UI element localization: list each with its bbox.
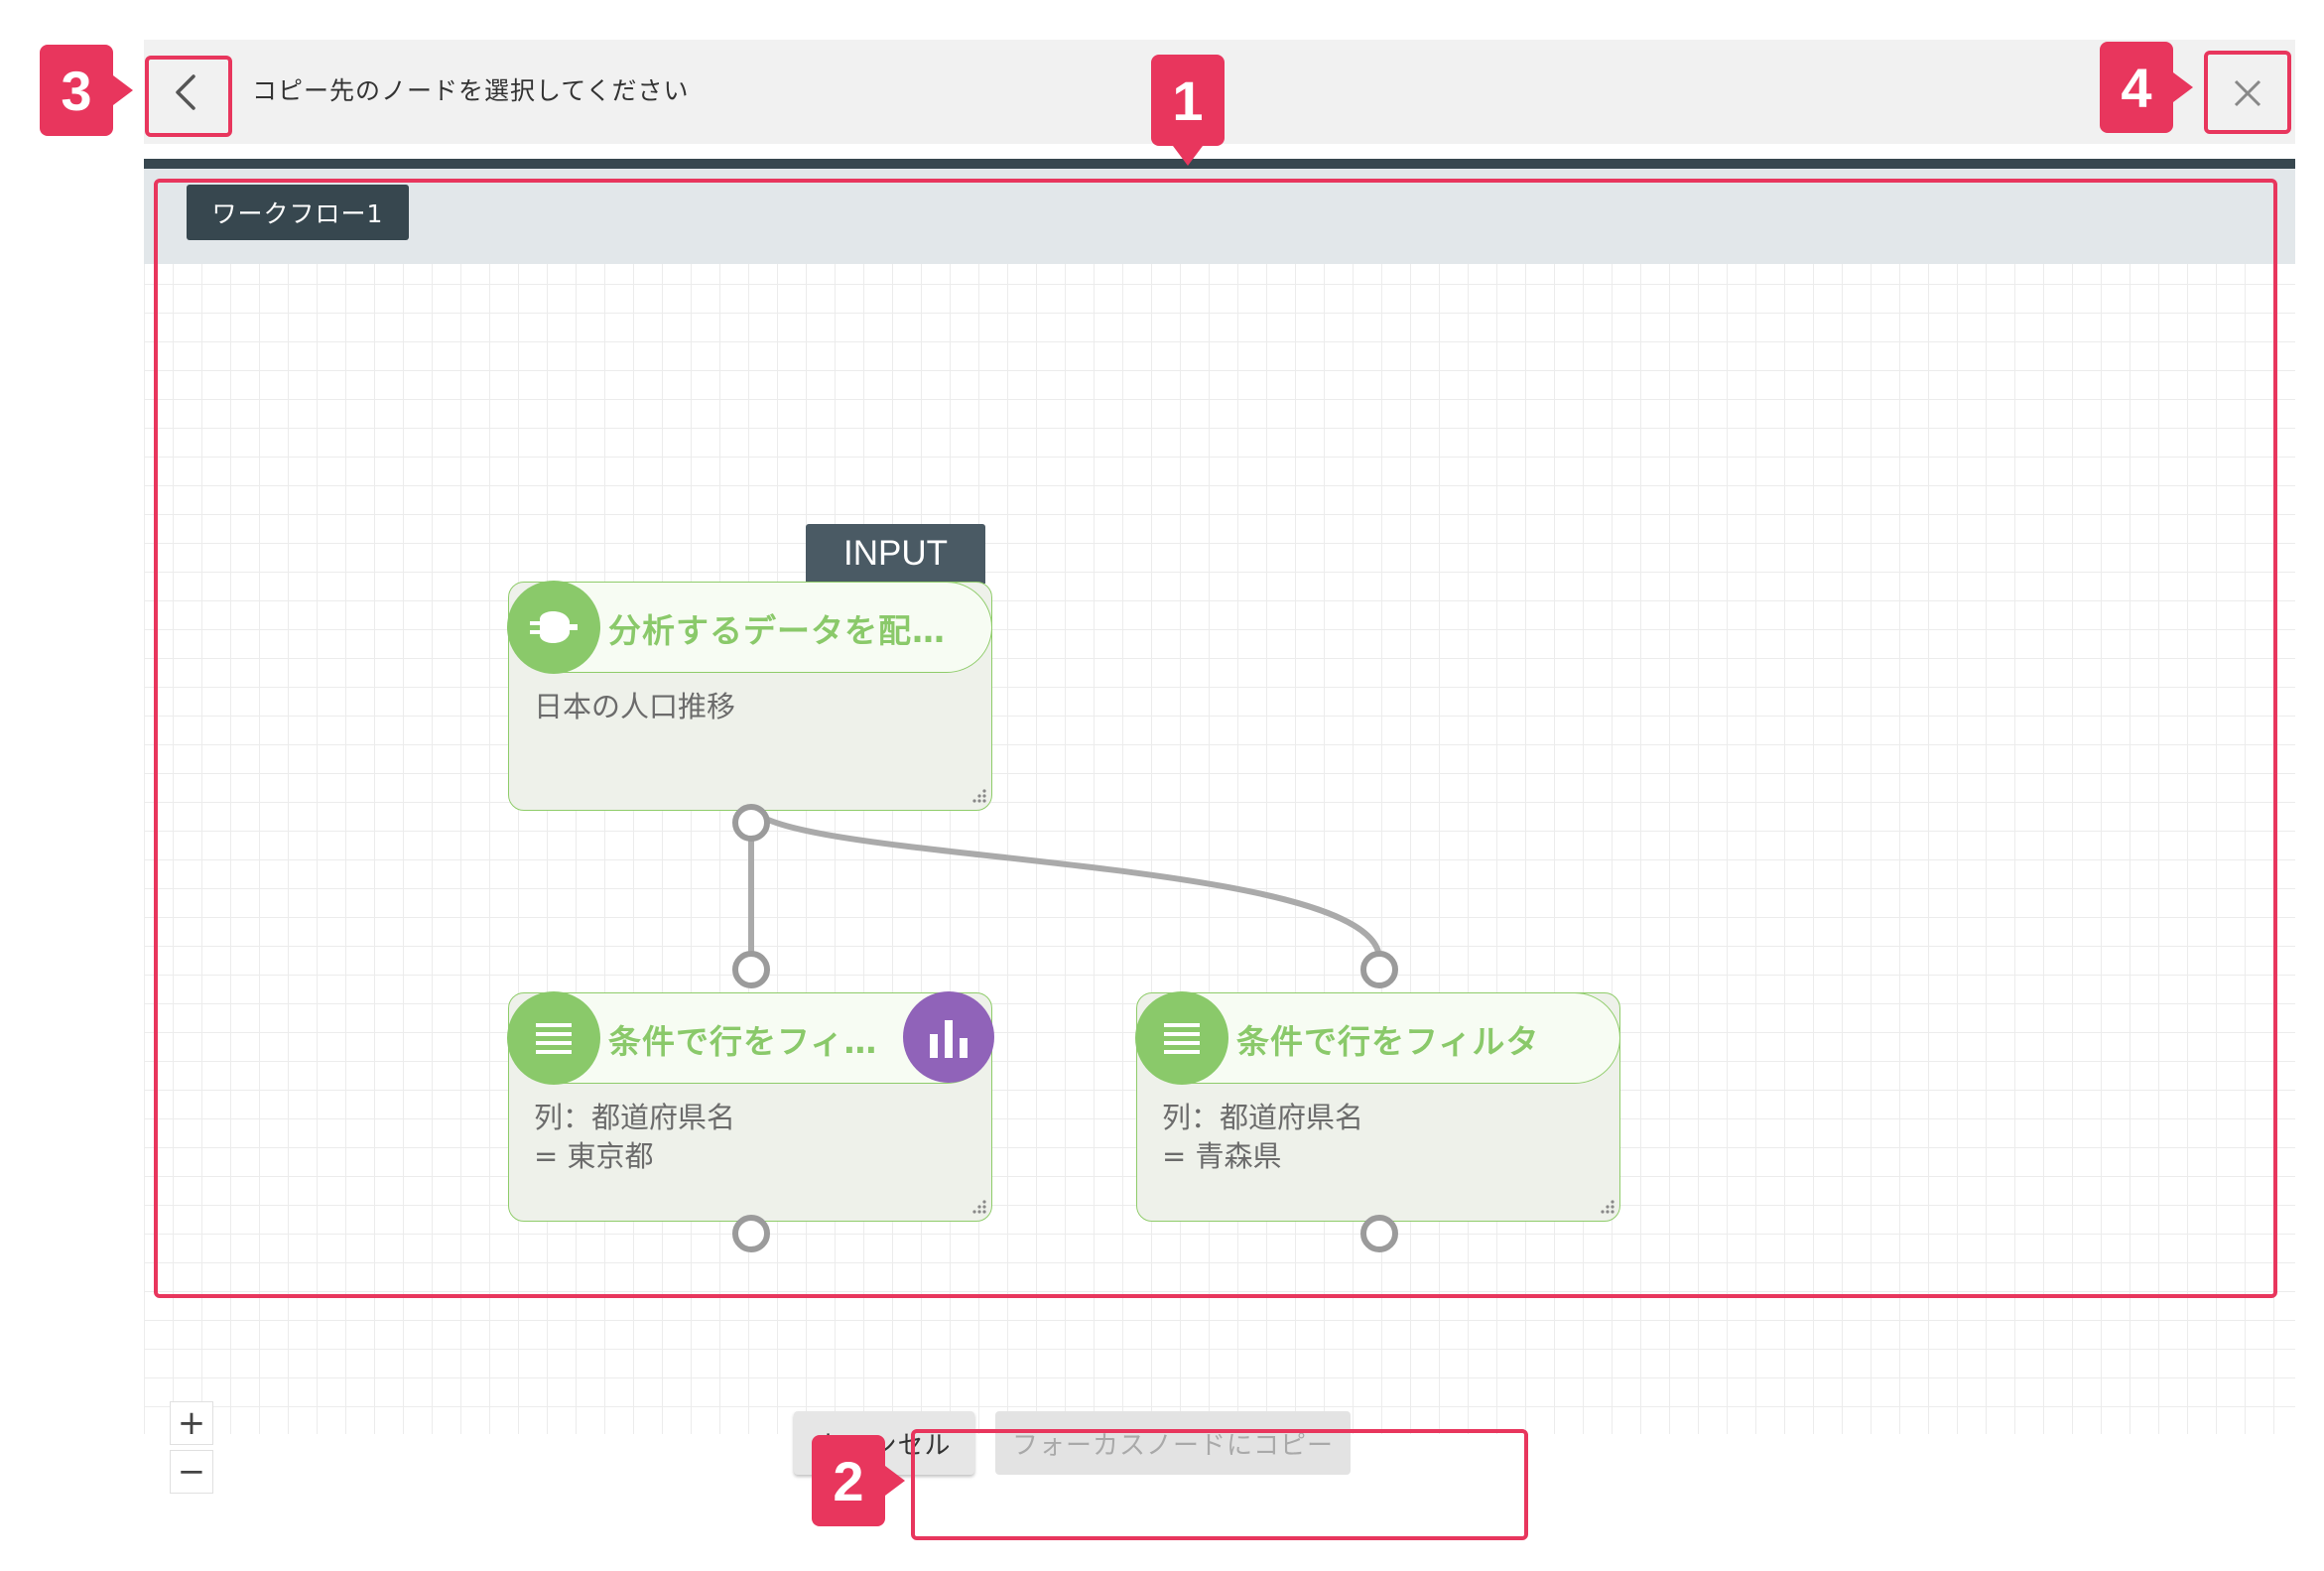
resize-grip-icon[interactable] bbox=[969, 788, 987, 806]
annotation-badge-4: 4 bbox=[2100, 42, 2193, 133]
annotation-badge-2: 2 bbox=[812, 1435, 905, 1526]
input-label: INPUT bbox=[806, 524, 985, 584]
annotation-badge-1: 1 bbox=[1151, 55, 1225, 166]
input-port[interactable] bbox=[1360, 951, 1398, 988]
node-filter-tokyo[interactable]: 条件で行をフィ… 列：都道府県名 = 東京都 bbox=[507, 991, 994, 1222]
resize-grip-icon[interactable] bbox=[1598, 1199, 1615, 1217]
zoom-in-button[interactable]: + bbox=[170, 1401, 213, 1445]
bar-chart-icon[interactable] bbox=[903, 991, 994, 1083]
resize-grip-icon[interactable] bbox=[969, 1199, 987, 1217]
workflow-tab-strip: ワークフロー1 bbox=[144, 169, 2295, 264]
list-icon bbox=[1135, 991, 1228, 1085]
back-button[interactable] bbox=[146, 54, 224, 130]
annotation-number: 3 bbox=[61, 59, 92, 122]
node-connections bbox=[748, 803, 1382, 959]
copy-destination-dialog: コピー先のノードを選択してください ワークフロー1 INPUT bbox=[144, 40, 2295, 1528]
node-header: 条件で行をフィルタ bbox=[1135, 991, 1620, 1085]
node-header: 分析するデータを配… bbox=[507, 581, 992, 674]
plug-icon bbox=[507, 581, 600, 674]
node-input-data[interactable]: 分析するデータを配… 日本の人口推移 bbox=[507, 581, 992, 811]
node-title: 分析するデータを配… bbox=[608, 611, 946, 650]
node-description: 列：都道府県名 = 青森県 bbox=[1162, 1101, 1364, 1173]
copy-to-focus-node-button[interactable]: フォーカスノードにコピー bbox=[995, 1411, 1351, 1475]
node-title: 条件で行をフィ… bbox=[608, 1022, 878, 1061]
output-port[interactable] bbox=[1360, 1215, 1398, 1252]
annotation-number: 1 bbox=[1172, 68, 1204, 132]
list-icon bbox=[507, 991, 600, 1085]
input-port[interactable] bbox=[732, 951, 770, 988]
annotation-badge-3: 3 bbox=[40, 45, 133, 136]
output-port[interactable] bbox=[732, 1215, 770, 1252]
close-icon bbox=[2234, 79, 2261, 106]
node-header: 条件で行をフィ… bbox=[507, 991, 994, 1085]
zoom-out-button[interactable]: − bbox=[170, 1450, 213, 1494]
output-port[interactable] bbox=[732, 804, 770, 842]
node-description: 日本の人口推移 bbox=[534, 690, 736, 723]
node-filter-aomori[interactable]: 条件で行をフィルタ 列：都道府県名 = 青森県 bbox=[1135, 991, 1620, 1222]
workflow-canvas[interactable]: ワークフロー1 INPUT 分析するデータを配… 日本の人口推移 bbox=[144, 169, 2295, 1494]
close-button[interactable] bbox=[2208, 54, 2287, 132]
annotation-number: 4 bbox=[2121, 56, 2152, 119]
header-divider bbox=[144, 159, 2295, 169]
connection-line-right bbox=[748, 803, 1382, 959]
node-title: 条件で行をフィルタ bbox=[1236, 1022, 1540, 1061]
annotation-number: 2 bbox=[833, 1449, 864, 1512]
node-description: 列：都道府県名 = 東京都 bbox=[534, 1101, 736, 1173]
dialog-title: コピー先のノードを選択してください bbox=[252, 76, 690, 105]
chevron-left-icon bbox=[175, 73, 195, 110]
workflow-tab[interactable]: ワークフロー1 bbox=[187, 185, 409, 240]
